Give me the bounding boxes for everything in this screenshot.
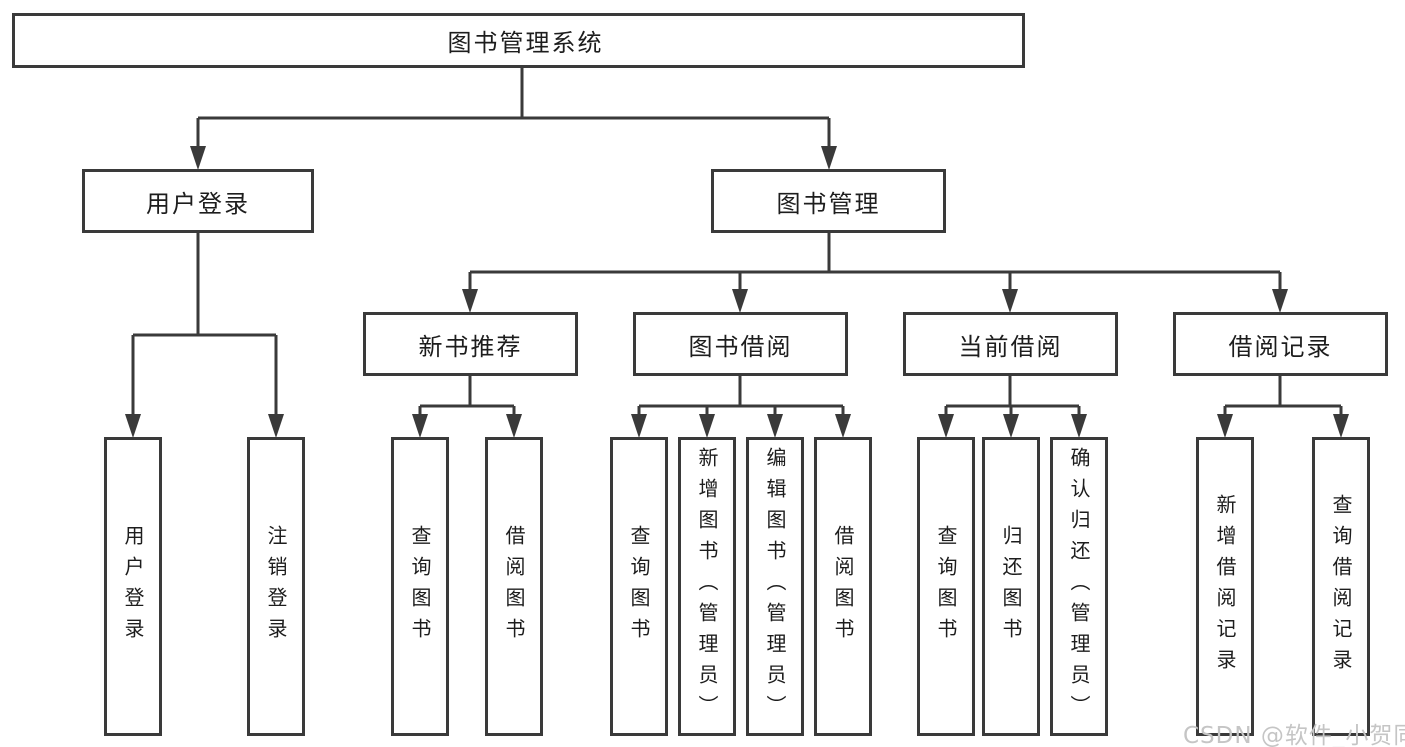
leaf-add-borrow-record: 新增借阅记录 <box>1196 437 1254 736</box>
arrow-down-icon <box>732 289 748 313</box>
arrow-down-icon <box>268 414 284 438</box>
leaf-borrow-books: 借阅图书 <box>814 437 872 736</box>
node-book-borrowing: 图书借阅 <box>633 312 848 376</box>
arrow-down-icon <box>125 414 141 438</box>
node-new-book-recommend: 新书推荐 <box>363 312 578 376</box>
arrow-down-icon <box>1071 414 1087 438</box>
arrow-down-icon <box>506 414 522 438</box>
leaf-query-borrow-record: 查询借阅记录 <box>1312 437 1370 736</box>
leaf-add-book-admin: 新增图书（管理员） <box>678 437 736 736</box>
node-current-borrowing: 当前借阅 <box>903 312 1118 376</box>
arrow-down-icon <box>1272 289 1288 313</box>
arrow-down-icon <box>938 414 954 438</box>
arrow-down-icon <box>699 414 715 438</box>
leaf-edit-book-admin: 编辑图书（管理员） <box>746 437 804 736</box>
node-book-management-branch: 图书管理 <box>711 169 946 233</box>
csdn-watermark: CSDN @软件_小贺同学 <box>1183 723 1405 747</box>
leaf-borrow-books: 借阅图书 <box>485 437 543 736</box>
leaf-logout: 注销登录 <box>247 437 305 736</box>
arrow-down-icon <box>767 414 783 438</box>
arrow-down-icon <box>412 414 428 438</box>
node-borrowing-records: 借阅记录 <box>1173 312 1388 376</box>
arrow-down-icon <box>190 146 206 170</box>
leaf-query-books: 查询图书 <box>610 437 668 736</box>
arrow-down-icon <box>1217 414 1233 438</box>
node-user-login-branch: 用户登录 <box>82 169 314 233</box>
node-root-system: 图书管理系统 <box>12 13 1025 68</box>
arrow-down-icon <box>462 289 478 313</box>
leaf-user-login: 用户登录 <box>104 437 162 736</box>
arrow-down-icon <box>835 414 851 438</box>
leaf-return-book: 归还图书 <box>982 437 1040 736</box>
leaf-confirm-return-admin: 确认归还（管理员） <box>1050 437 1108 736</box>
arrow-down-icon <box>631 414 647 438</box>
arrow-down-icon <box>821 146 837 170</box>
arrow-down-icon <box>1002 289 1018 313</box>
leaf-query-books: 查询图书 <box>391 437 449 736</box>
arrow-down-icon <box>1003 414 1019 438</box>
arrow-down-icon <box>1333 414 1349 438</box>
leaf-query-books: 查询图书 <box>917 437 975 736</box>
